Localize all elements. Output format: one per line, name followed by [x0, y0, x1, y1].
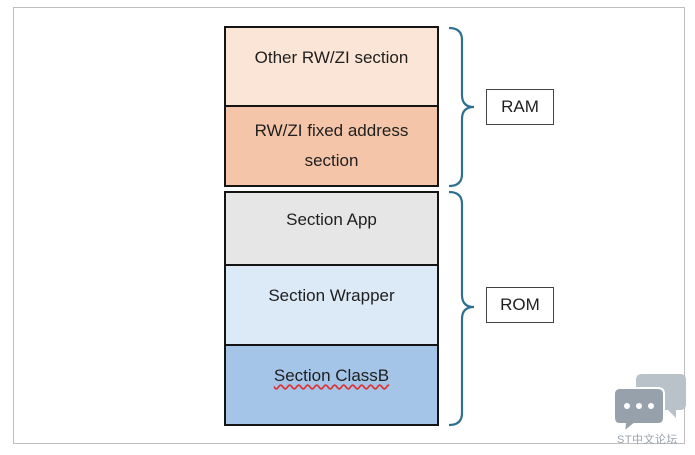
ram-brace: [448, 26, 475, 188]
ram-label: RAM: [501, 97, 539, 116]
memory-block-other-rwzi: Other RW/ZI section: [224, 26, 439, 107]
block-label-section-wrapper: Section Wrapper: [268, 286, 395, 305]
memory-block-rwzi-fixed: RW/ZI fixed address section: [224, 105, 439, 187]
block-label-section-app: Section App: [286, 209, 377, 229]
ram-label-box: RAM: [486, 89, 554, 125]
memory-block-section-classb: Section ClassB: [224, 344, 439, 426]
chat-bubbles-icon: [613, 374, 686, 435]
block-label-section-classb: Section ClassB: [273, 366, 390, 385]
rom-label: ROM: [500, 295, 540, 314]
watermark-text: ST中文论坛: [617, 434, 679, 446]
rom-label-box: ROM: [486, 287, 554, 323]
memory-block-section-wrapper: Section Wrapper: [224, 264, 439, 346]
block-label-other-rwzi: Other RW/ZI section: [254, 47, 409, 67]
block-label-rwzi-fixed: RW/ZI fixed address section: [254, 121, 409, 170]
rom-brace: [448, 190, 475, 427]
